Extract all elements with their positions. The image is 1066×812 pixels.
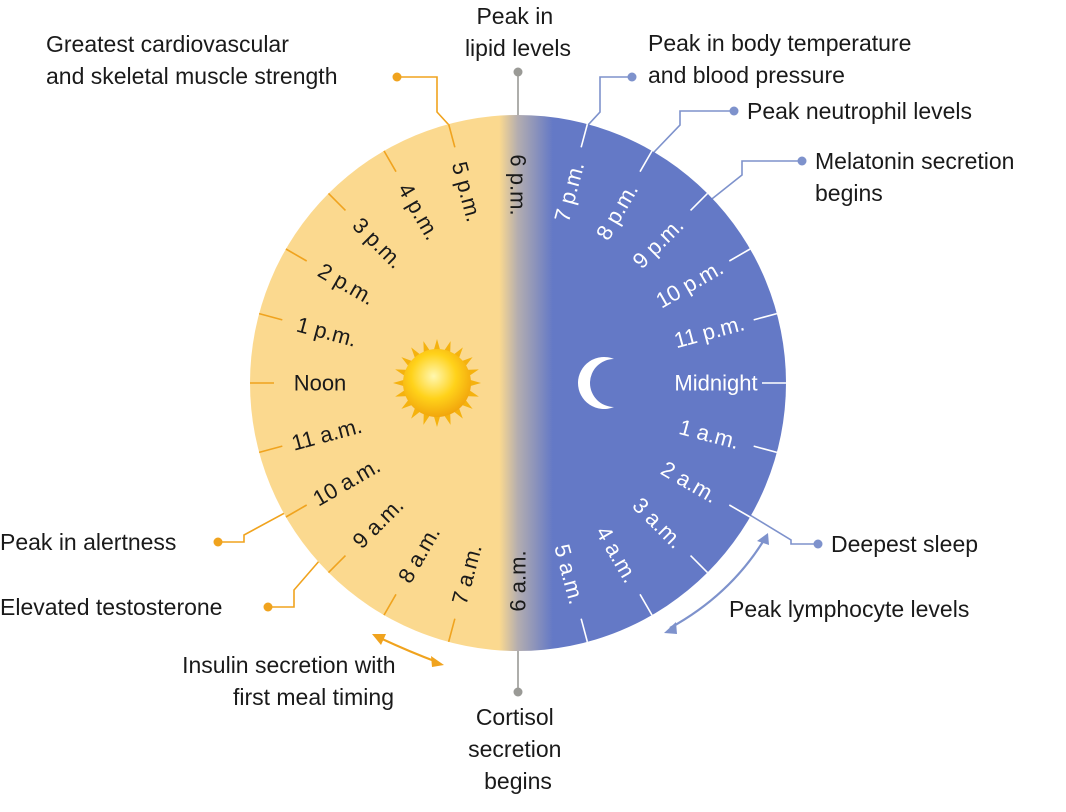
- tick-mark: [258, 312, 283, 321]
- sun-ray: [433, 339, 441, 352]
- tick-mark: [327, 554, 347, 574]
- tick-mark: [689, 554, 709, 574]
- tick-mark: [639, 593, 653, 616]
- tick-mark: [753, 312, 778, 321]
- tick-mark: [327, 192, 347, 212]
- label-alertness: Peak in alertness: [0, 529, 176, 555]
- leader-lines: [218, 72, 818, 692]
- leader-sleep: [744, 511, 818, 545]
- leader-testosterone: [268, 544, 334, 608]
- hour-label: 6 a.m.: [506, 550, 531, 611]
- label-neutrophil: Peak neutrophil levels: [747, 98, 972, 124]
- tick-mark: [383, 150, 397, 173]
- tick-mark: [639, 150, 653, 173]
- dot-alertness: [213, 537, 223, 547]
- label-lymphocyte: Peak lymphocyte levels: [729, 596, 969, 622]
- tick-mark: [753, 445, 778, 454]
- hour-label: Noon: [294, 371, 347, 396]
- tick-mark: [689, 192, 709, 212]
- tick-mark: [258, 445, 283, 454]
- leader-neutrophil: [634, 110, 734, 173]
- dot-melatonin: [797, 156, 807, 166]
- label-cortisol: Cortisol secretion begins: [468, 704, 568, 794]
- sun-disc: [403, 349, 471, 417]
- crescent-moon-icon: [578, 357, 614, 409]
- tick-mark: [580, 123, 589, 148]
- dot-cortisol: [513, 687, 523, 697]
- leader-muscle: [397, 76, 460, 137]
- label-body-temperature: Peak in body temperature and blood press…: [648, 30, 918, 88]
- tick-mark: [728, 504, 751, 518]
- dot-lipid: [513, 67, 523, 77]
- dot-testosterone: [263, 602, 273, 612]
- lymphocyte-arrow: [664, 533, 769, 634]
- leader-alertness: [218, 501, 306, 543]
- leader-dots: [213, 67, 823, 697]
- dot-muscle: [392, 72, 402, 82]
- dot-neutrophil: [729, 106, 739, 116]
- tick-mark: [580, 618, 589, 643]
- sun-ray: [393, 379, 406, 387]
- sun-icon: [393, 339, 481, 427]
- label-lipid-levels: Peak in lipid levels: [465, 3, 571, 61]
- clock-face: [250, 115, 786, 651]
- tick-mark: [447, 618, 456, 643]
- label-melatonin: Melatonin secretion begins: [815, 148, 1021, 206]
- hour-label: Midnight: [674, 371, 757, 396]
- label-testosterone: Elevated testosterone: [0, 594, 222, 620]
- dot-temperature: [627, 72, 637, 82]
- tick-mark: [383, 593, 397, 616]
- sun-ray: [468, 379, 481, 387]
- label-deepest-sleep: Deepest sleep: [831, 531, 978, 557]
- hour-ticks: [250, 123, 786, 643]
- tick-mark: [728, 248, 751, 262]
- hour-label: 6 p.m.: [506, 154, 531, 215]
- label-muscle-strength: Greatest cardiovascular and skeletal mus…: [46, 31, 338, 89]
- tick-mark: [285, 504, 308, 518]
- insulin-arrow: [372, 634, 444, 667]
- sun-ray: [433, 414, 441, 427]
- leader-melatonin: [697, 160, 802, 211]
- tick-mark: [447, 123, 456, 148]
- dot-sleep: [813, 539, 823, 549]
- label-insulin: Insulin secretion with first meal timing: [182, 652, 402, 710]
- tick-mark: [285, 248, 308, 262]
